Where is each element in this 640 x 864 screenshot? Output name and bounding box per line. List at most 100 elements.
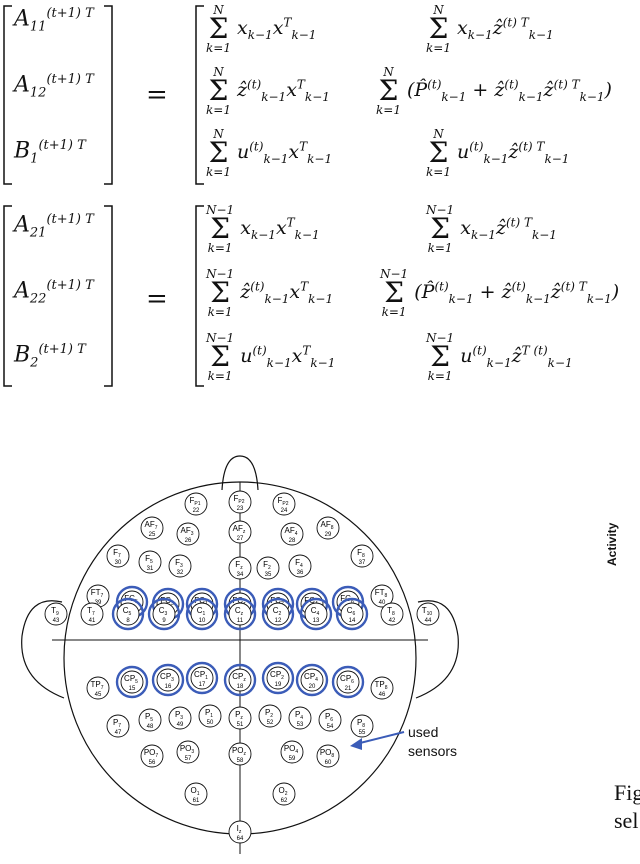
electrode-label: CP2 (270, 670, 284, 681)
electrode-label: P1 (205, 708, 213, 719)
electrode-number: 56 (149, 760, 156, 766)
electrode-number: 40 (379, 600, 386, 606)
electrode-label: PO8 (320, 748, 335, 759)
electrode-label: AF3 (180, 526, 193, 537)
electrode-number: 28 (289, 538, 296, 544)
electrode-number: 51 (237, 722, 244, 728)
electrode-number: 23 (237, 506, 244, 512)
lhs-a21: A21(t+1) T (14, 212, 94, 241)
electrode-label: C5 (123, 606, 132, 617)
electrode-label: C3 (159, 606, 168, 617)
electrode-label: Iz (237, 824, 242, 835)
electrode-number: 46 (379, 692, 386, 698)
electrode-number: 49 (177, 722, 184, 728)
electrode-label: P6 (325, 712, 333, 723)
electrode-label: O2 (278, 786, 287, 797)
electrode-label: C1 (197, 606, 206, 617)
electrode-label: P2 (265, 708, 273, 719)
electrode-number: 29 (325, 532, 332, 538)
electrode-number: 14 (349, 618, 356, 624)
equals-sign-2: = (146, 284, 168, 314)
electrode-label: F8 (357, 548, 365, 559)
electrode-label: CP5 (124, 674, 138, 685)
electrode-number: 8 (126, 618, 130, 624)
bracket-lines (3, 5, 204, 185)
electrode-label: C6 (347, 606, 356, 617)
electrode-label: FT7 (91, 588, 104, 599)
electrode-number: 26 (185, 538, 192, 544)
electrode-number: 19 (275, 682, 282, 688)
electrode-label: C2 (273, 606, 282, 617)
electrode-number: 62 (281, 798, 288, 804)
electrode-number: 52 (267, 720, 274, 726)
nose-outline (221, 455, 259, 491)
electrode-label: T10 (422, 606, 433, 617)
electrode-number: 43 (53, 618, 60, 624)
electrode-label: FP2 (277, 496, 288, 507)
electrode-label: F4 (295, 558, 303, 569)
electrode-number: 22 (193, 508, 200, 514)
electrode-number: 44 (425, 618, 432, 624)
caption-fragment-2: sel (614, 808, 639, 833)
electrode-number: 11 (237, 618, 244, 624)
electrode-label: Cz (235, 606, 244, 617)
electrode-number: 64 (237, 836, 244, 842)
electrode-label: CP1 (194, 670, 208, 681)
bracket-lines-2 (3, 205, 204, 387)
electrode-label: CP6 (340, 674, 354, 685)
electrode-number: 20 (309, 684, 316, 690)
electrode-label: FT8 (375, 588, 388, 599)
electrode-number: 16 (165, 684, 172, 690)
electrode-number: 42 (389, 618, 396, 624)
electrode-label: TP8 (374, 680, 387, 691)
electrode-number: 48 (147, 724, 154, 730)
electrode-number: 61 (193, 798, 200, 804)
electrode-number: 37 (359, 560, 366, 566)
electrode-number: 59 (289, 756, 296, 762)
electrode-number: 31 (147, 566, 154, 572)
electrode-number: 60 (325, 760, 332, 766)
electrode-number: 9 (162, 618, 166, 624)
electrode-label: P3 (175, 710, 183, 721)
electrode-label: P7 (113, 718, 121, 729)
electrode-number: 41 (89, 618, 96, 624)
electrode-label: F5 (145, 554, 153, 565)
